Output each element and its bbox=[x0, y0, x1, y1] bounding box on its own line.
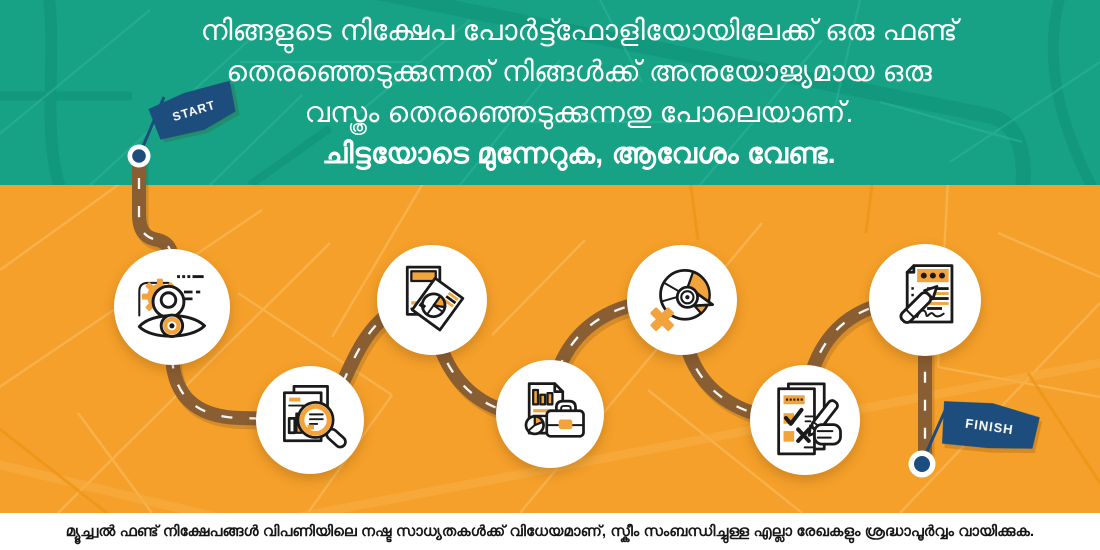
headline-line-2: തെരഞ്ഞെടുക്കുന്നത് നിങ്ങൾക്ക് അനുയോജ്യമാ… bbox=[226, 56, 932, 88]
checklist-signing-icon bbox=[777, 382, 843, 456]
goal-vision-icon bbox=[137, 275, 207, 339]
headline-line-3: വസ്ത്രം തെരഞ്ഞെടുക്കുന്നതു പോലെയാണ്. bbox=[304, 97, 854, 129]
headline-line-4: ചിട്ടയോടെ മുന്നേറുക, ആവേശം വേണ്ട. bbox=[322, 138, 836, 170]
step-circle-4 bbox=[496, 360, 604, 468]
start-flag-label: START bbox=[170, 97, 218, 125]
step-circle-7 bbox=[869, 244, 981, 356]
headline: നിങ്ങളുടെ നിക്ഷേപ പോർട്ട്ഫോളിയോയിലേക്ക് … bbox=[0, 11, 1100, 175]
step-circle-6 bbox=[750, 365, 860, 475]
finish-flag-label: FINISH bbox=[964, 415, 1015, 438]
headline-line-1: നിങ്ങളുടെ നിക്ഷേപ പോർട്ട്ഫോളിയോയിലേക്ക് … bbox=[200, 15, 958, 47]
footer-section: മ്യൂച്ച്വൽ ഫണ്ട് നിക്ഷേപങ്ങൾ വിപണിയിലെ ന… bbox=[0, 513, 1100, 550]
portfolio-briefcase-icon bbox=[524, 382, 585, 438]
reports-pie-icon bbox=[406, 266, 465, 332]
research-magnifier-icon bbox=[283, 385, 347, 449]
document-sign-icon bbox=[899, 263, 953, 324]
step-circle-1 bbox=[114, 249, 230, 365]
banner-section: നിങ്ങളുടെ നിക്ഷേപ പോർട്ട്ഫോളിയോയിലേക്ക് … bbox=[0, 0, 1100, 185]
step-circle-5 bbox=[627, 245, 737, 355]
disclaimer-text: മ്യൂച്ച്വൽ ഫണ്ട് നിക്ഷേപങ്ങൾ വിപണിയിലെ ന… bbox=[65, 523, 1035, 540]
risk-meter-icon bbox=[650, 269, 715, 332]
step-circle-3 bbox=[377, 245, 487, 355]
step-circle-2 bbox=[256, 366, 364, 474]
